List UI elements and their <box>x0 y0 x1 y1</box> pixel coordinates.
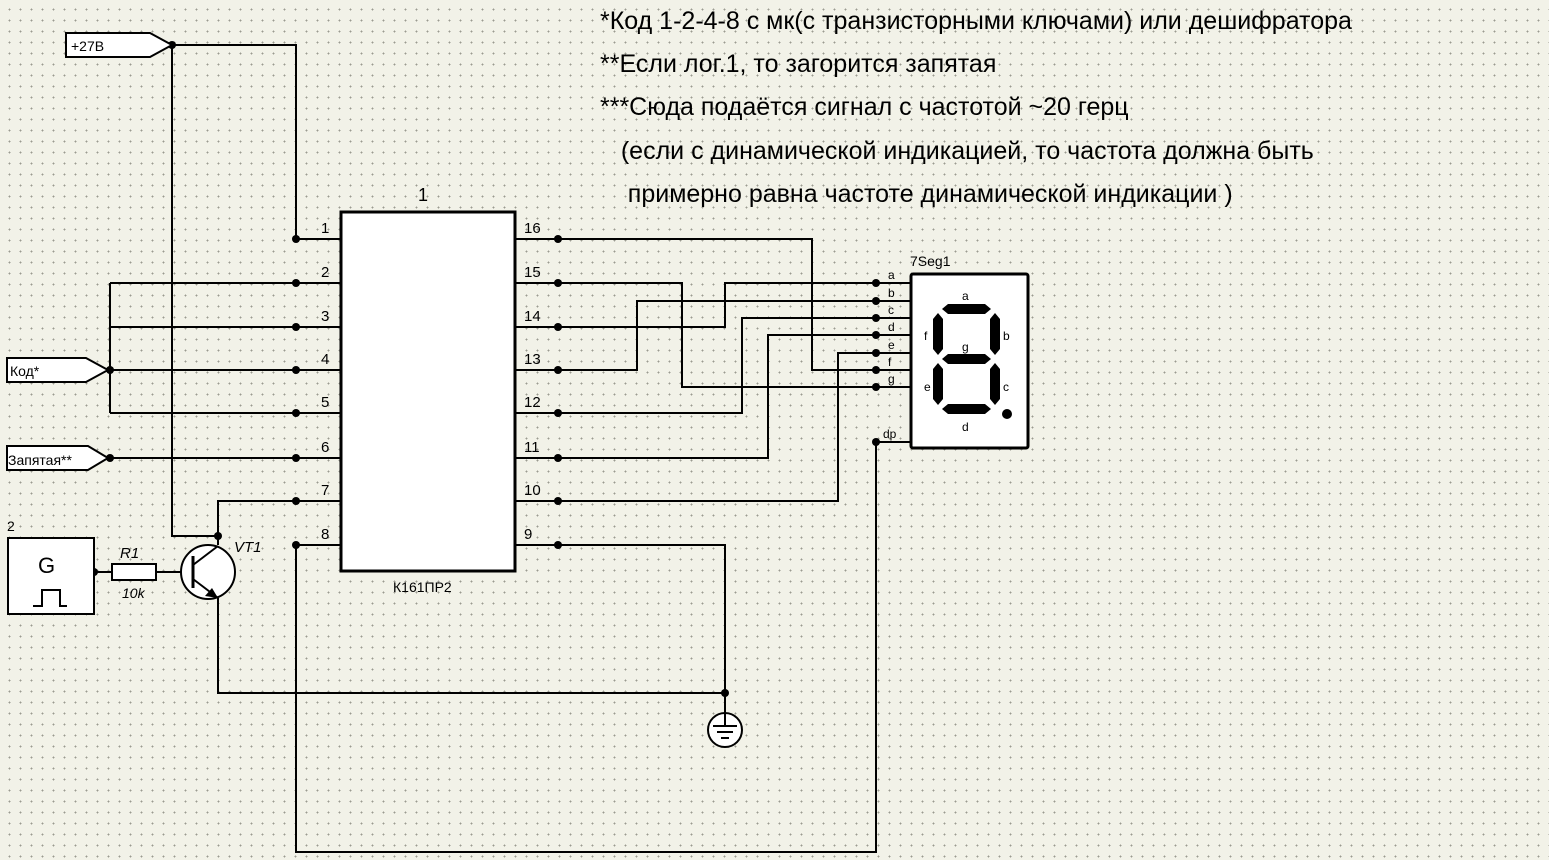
chip-pin-6: 6 <box>321 439 329 456</box>
segment-g <box>942 354 991 364</box>
junction-dots <box>90 41 880 697</box>
chip-pin-16: 16 <box>524 220 541 237</box>
generator: 2 G <box>7 518 95 615</box>
display-pin-c: c <box>888 303 894 317</box>
transistor-vt1: VT1 <box>180 539 262 600</box>
resistor-value: 10k <box>122 585 146 601</box>
note-2: **Если лог.1, то загорится запятая <box>600 50 997 78</box>
chip-pin-8: 8 <box>321 526 329 543</box>
display-pin-labels: a b c d e f g dp <box>883 268 897 441</box>
emitter-arrow-icon <box>205 588 218 598</box>
generator-ref: 2 <box>7 518 15 534</box>
segment-d <box>942 404 991 414</box>
pulse-icon <box>33 589 67 607</box>
display-pin-e: e <box>888 338 895 352</box>
chip-ref: 1 <box>418 185 428 205</box>
chip-pin-2: 2 <box>321 264 329 281</box>
chip-pin-5: 5 <box>321 394 329 411</box>
chip-pin-4: 4 <box>321 351 329 368</box>
display-pin-a: a <box>888 268 895 282</box>
chip-left-pins: 1 2 3 4 5 6 7 8 <box>321 220 329 543</box>
transistor-ref: VT1 <box>234 539 262 556</box>
display-pin-d: d <box>888 320 895 334</box>
display-segments <box>933 304 1012 419</box>
seg-label-c: c <box>1003 380 1009 394</box>
chip-pin-14: 14 <box>524 308 541 325</box>
segment-e <box>933 363 943 405</box>
chip-pin-9: 9 <box>524 526 532 543</box>
seg-label-e: e <box>924 380 931 394</box>
segment-dp <box>1002 409 1012 419</box>
chip-pin-3: 3 <box>321 308 329 325</box>
segment-c <box>990 363 1000 405</box>
chip-pin-7: 7 <box>321 482 329 499</box>
seg-label-g: g <box>962 340 969 354</box>
code-port: Код* <box>6 357 111 383</box>
chip-right-pins: 16 15 14 13 12 11 10 9 <box>524 220 541 543</box>
segment-f <box>933 313 943 355</box>
note-1: *Код 1-2-4-8 с мк(с транзисторными ключа… <box>600 7 1352 35</box>
decoder-chip: 1 К161ПР2 1 2 3 4 5 6 7 8 16 15 14 13 12… <box>321 185 541 595</box>
segment-labels: a b c d e f g <box>924 289 1010 434</box>
resistor-r1: R1 10k <box>111 545 157 601</box>
segment-b <box>990 313 1000 355</box>
generator-symbol: G <box>38 553 55 578</box>
note-4: (если с динамической индикацией, то част… <box>600 137 1314 165</box>
comma-port-label: Запятая** <box>8 452 72 468</box>
power-port-label: +27В <box>71 38 104 54</box>
power-port: +27В <box>65 32 175 58</box>
chip-pin-13: 13 <box>524 351 541 368</box>
code-port-label: Код* <box>10 363 40 379</box>
chip-pin-12: 12 <box>524 394 541 411</box>
note-5: примерно равна частоте динамической инди… <box>600 180 1233 208</box>
display-ref: 7Seg1 <box>910 253 951 269</box>
display-pin-f: f <box>888 355 892 369</box>
seg-label-d: d <box>962 420 969 434</box>
chip-pin-15: 15 <box>524 264 541 281</box>
seg-label-a: a <box>962 289 969 303</box>
chip-pin-11: 11 <box>524 439 540 456</box>
display-pin-g: g <box>888 372 895 386</box>
segment-a <box>942 304 991 314</box>
seg-label-f: f <box>924 329 928 343</box>
chip-pin-10: 10 <box>524 482 541 499</box>
note-3: ***Сюда подаётся сигнал с частотой ~20 г… <box>600 93 1129 121</box>
seg-label-b: b <box>1003 329 1010 343</box>
comma-port: Запятая** <box>6 445 110 471</box>
seven-segment-display: 7Seg1 a b c d e f g dp a b c d e f <box>883 253 1030 450</box>
display-pin-dp: dp <box>883 427 897 441</box>
chip-pin-1: 1 <box>321 220 329 237</box>
resistor-ref: R1 <box>120 545 139 562</box>
display-pin-b: b <box>888 286 895 300</box>
chip-part: К161ПР2 <box>393 579 452 595</box>
ground-icon <box>707 712 743 748</box>
